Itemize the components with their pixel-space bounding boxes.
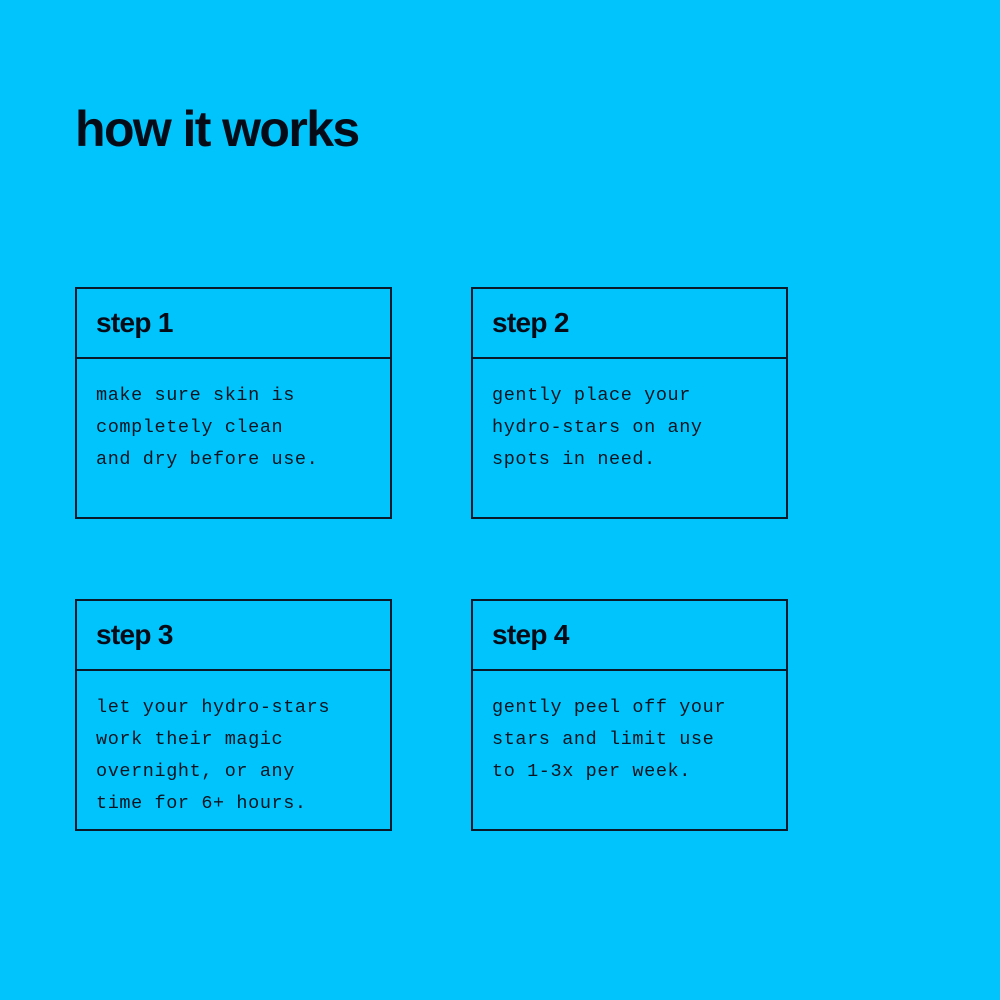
step-card-text-3: let your hydro-stars work their magic ov… <box>96 697 331 814</box>
step-card-text-4: gently peel off your stars and limit use… <box>492 697 727 782</box>
step-card-text-1: make sure skin is completely clean and d… <box>96 385 319 470</box>
step-card-title-4: step 4 <box>492 619 569 650</box>
step-card-header-3: step 3 <box>77 601 390 671</box>
page-title: how it works <box>75 101 360 157</box>
step-card-4: step 4 gently peel off your stars and li… <box>471 599 788 831</box>
step-card-2: step 2 gently place your hydro-stars on … <box>471 287 788 519</box>
step-card-header-2: step 2 <box>473 289 786 359</box>
step-card-body-1: make sure skin is completely clean and d… <box>77 359 390 517</box>
step-card-3: step 3 let your hydro-stars work their m… <box>75 599 392 831</box>
step-card-title-3: step 3 <box>96 619 173 650</box>
step-card-header-4: step 4 <box>473 601 786 671</box>
steps-grid: step 1 make sure skin is completely clea… <box>75 287 788 831</box>
step-card-body-3: let your hydro-stars work their magic ov… <box>77 671 390 829</box>
step-card-body-4: gently peel off your stars and limit use… <box>473 671 786 829</box>
step-card-text-2: gently place your hydro-stars on any spo… <box>492 385 703 470</box>
step-card-title-2: step 2 <box>492 307 569 338</box>
step-card-body-2: gently place your hydro-stars on any spo… <box>473 359 786 517</box>
step-card-1: step 1 make sure skin is completely clea… <box>75 287 392 519</box>
step-card-title-1: step 1 <box>96 307 173 338</box>
step-card-header-1: step 1 <box>77 289 390 359</box>
